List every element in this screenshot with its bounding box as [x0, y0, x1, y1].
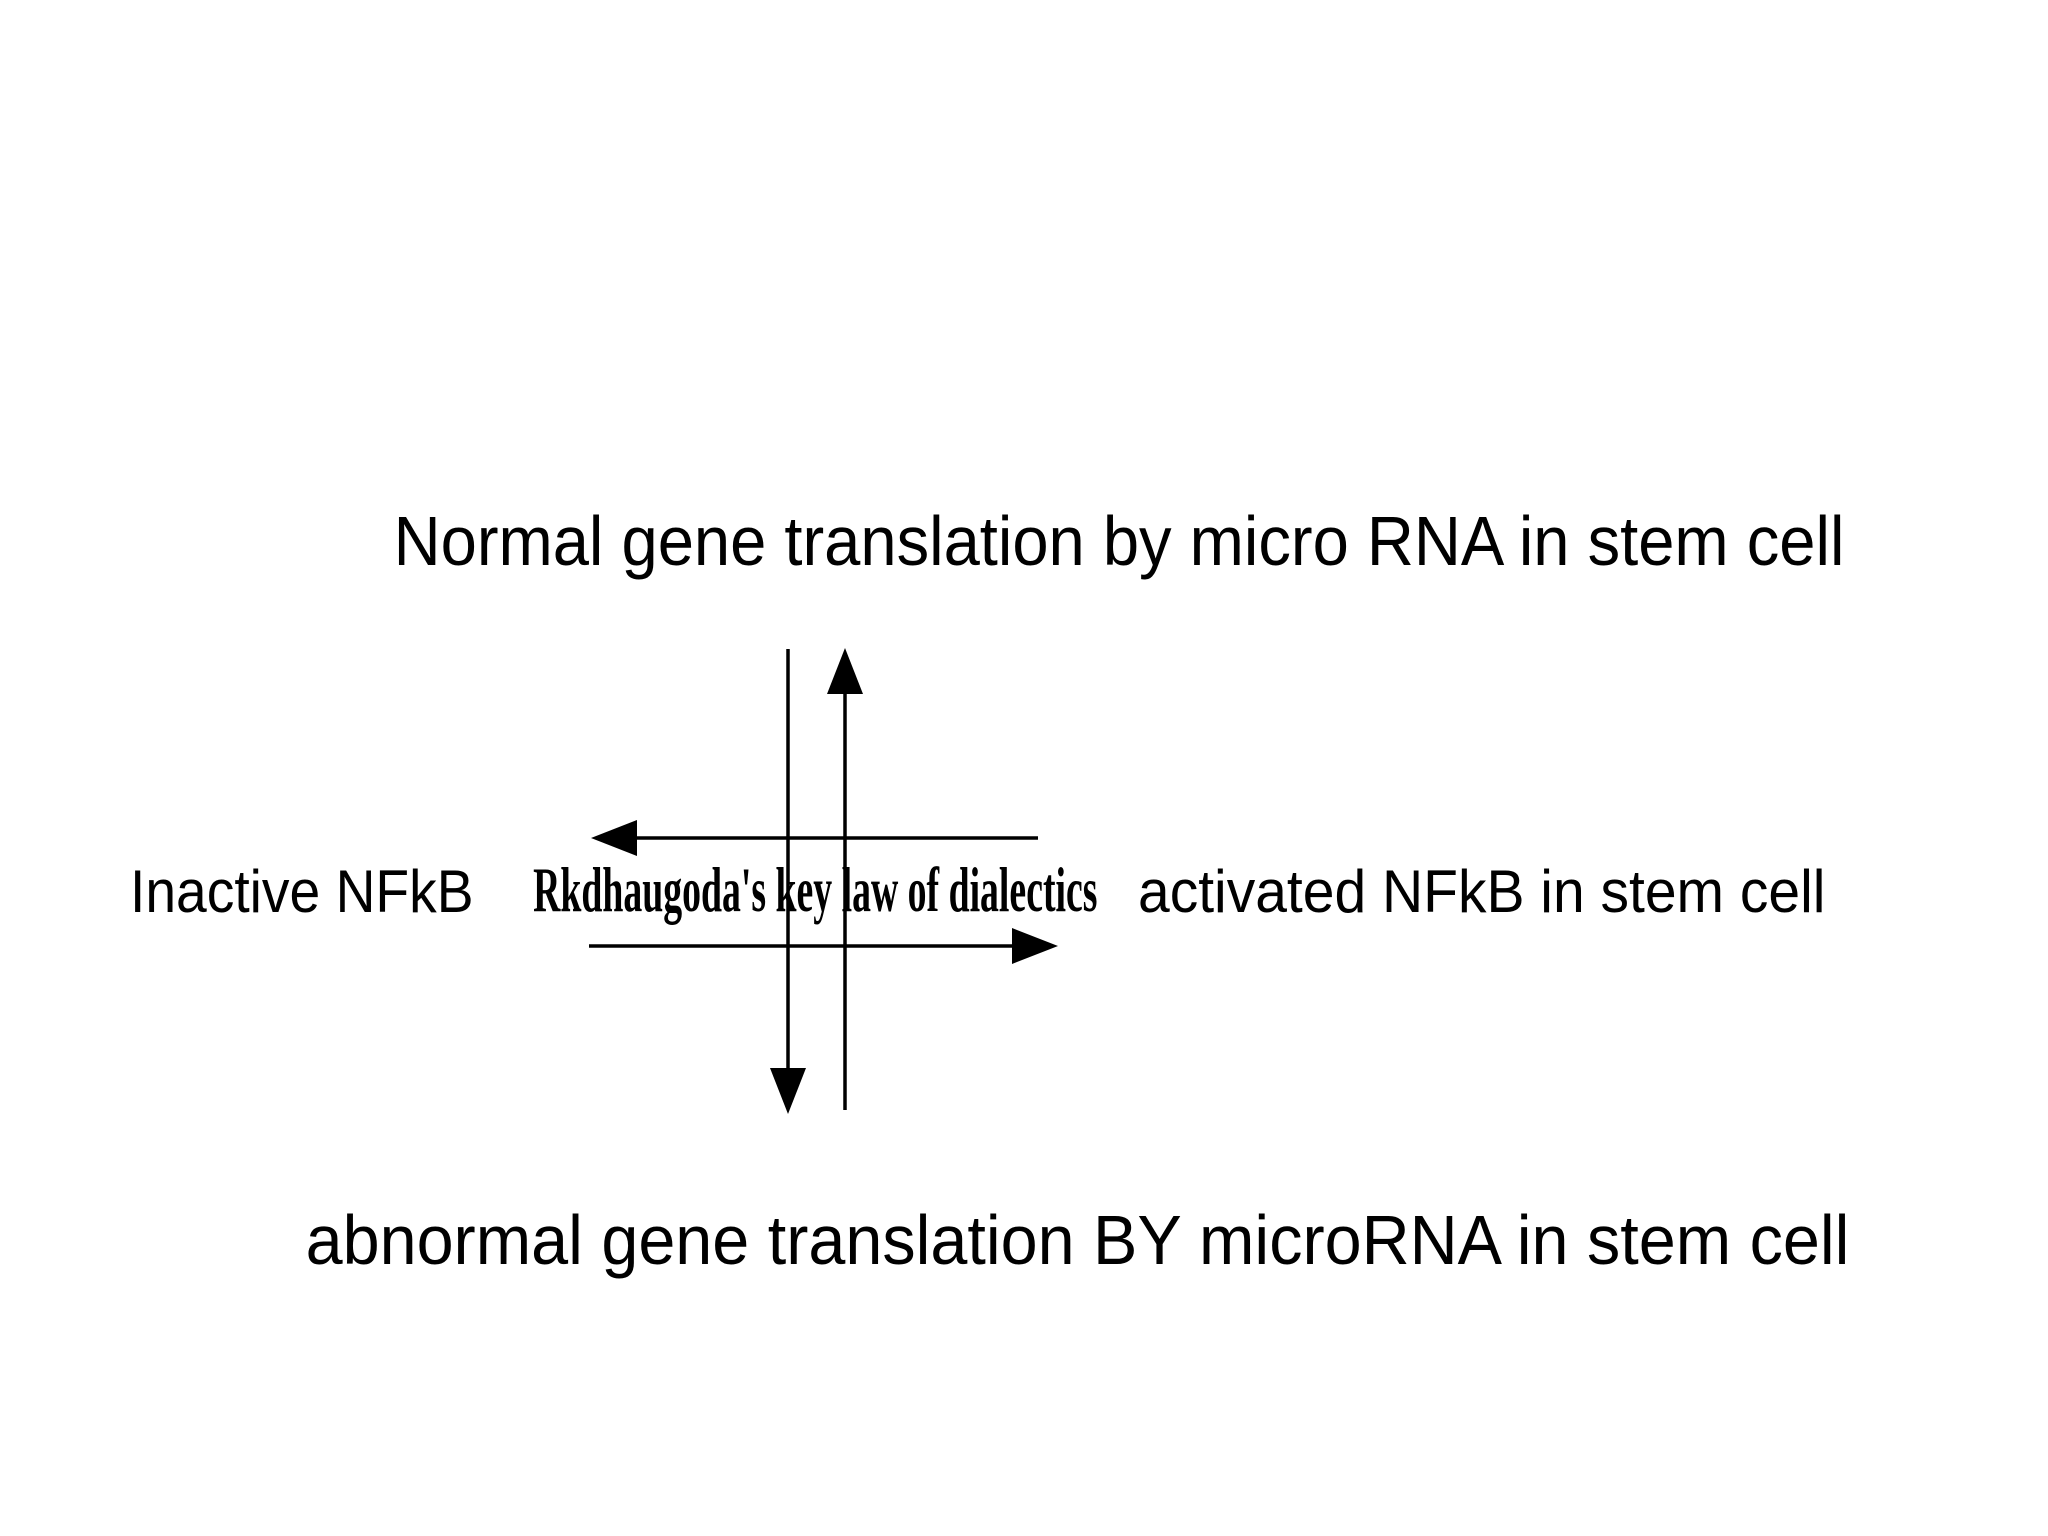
label-activated-nfkb: activated NFkB in stem cell [1138, 862, 1862, 922]
label-abnormal-translation-text: abnormal gene translation BY microRNA in… [306, 1201, 1850, 1279]
label-inactive-nfkb: Inactive NFkB [130, 862, 503, 922]
label-inactive-nfkb-text: Inactive NFkB [130, 858, 474, 925]
up-arrowhead-icon [827, 648, 863, 694]
label-activated-nfkb-text: activated NFkB in stem cell [1138, 858, 1826, 925]
right-arrowhead-icon [1012, 928, 1058, 964]
label-key-law-text: Rkdhaugoda's key law of dialectics [533, 854, 1098, 925]
label-abnormal-translation: abnormal gene translation BY microRNA in… [108, 1205, 2048, 1275]
down-arrowhead-icon [770, 1068, 806, 1114]
label-key-law-of-dialectics: Rkdhaugoda's key law of dialectics [283, 858, 1348, 922]
slide-title: Normal gene translation by micro RNA in … [190, 506, 2048, 576]
slide-title-text: Normal gene translation by micro RNA in … [393, 502, 1845, 580]
left-arrowhead-icon [591, 820, 637, 856]
horizontal-right-arrow [589, 928, 1058, 964]
horizontal-left-arrow [591, 820, 1038, 856]
